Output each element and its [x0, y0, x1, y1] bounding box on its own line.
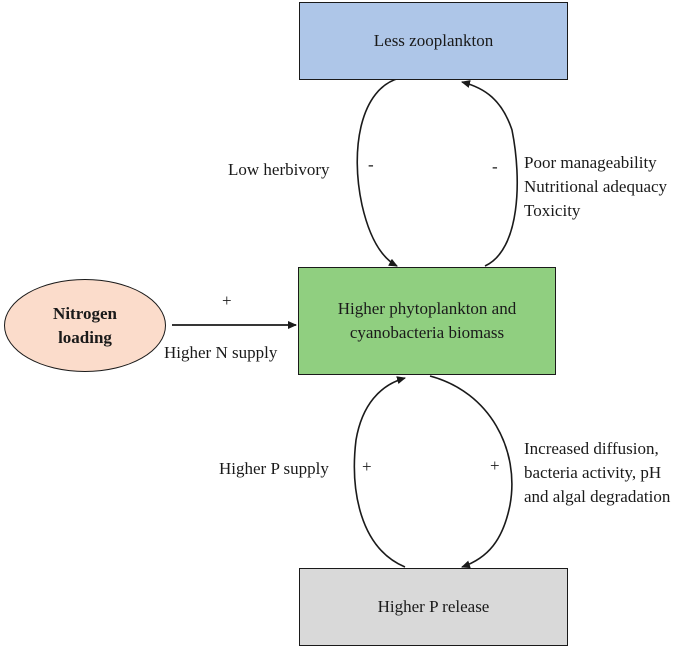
- top-right-sign: -: [492, 157, 498, 176]
- bottom-right-sign: +: [490, 456, 500, 475]
- p-release-box: Higher P release: [299, 568, 568, 646]
- bottom-loop-right-arc: [429, 375, 513, 569]
- p-release-factors-label: Increased diffusion, bacteria activity, …: [524, 439, 671, 506]
- higher-p-supply-label: Higher P supply: [219, 459, 329, 478]
- nitrogen-sign: +: [222, 291, 232, 310]
- top-left-sign: -: [368, 155, 374, 174]
- zooplankton-label: Less zooplankton: [373, 31, 494, 50]
- top-loop-right-arc: [461, 80, 519, 267]
- p-release-label: Higher P release: [377, 597, 490, 616]
- bottom-left-sign: +: [362, 457, 372, 476]
- zooplankton-box: Less zooplankton: [299, 2, 568, 80]
- nitrogen-loading-label: Nitrogen loading: [53, 303, 117, 347]
- phytoplankton-box: Higher phytoplankton and cyanobacteria b…: [298, 267, 556, 375]
- top-loop-left-arc: [356, 77, 401, 267]
- bottom-loop-left-arc: [353, 376, 406, 568]
- phytoplankton-label: Higher phytoplankton and cyanobacteria b…: [337, 299, 517, 342]
- zooplankton-factors-label: Poor manageability Nutritional adequacy …: [524, 153, 668, 220]
- nitrogen-loading-node: Nitrogen loading: [4, 279, 166, 372]
- low-herbivory-label: Low herbivory: [228, 160, 330, 179]
- higher-n-supply-label: Higher N supply: [164, 343, 278, 362]
